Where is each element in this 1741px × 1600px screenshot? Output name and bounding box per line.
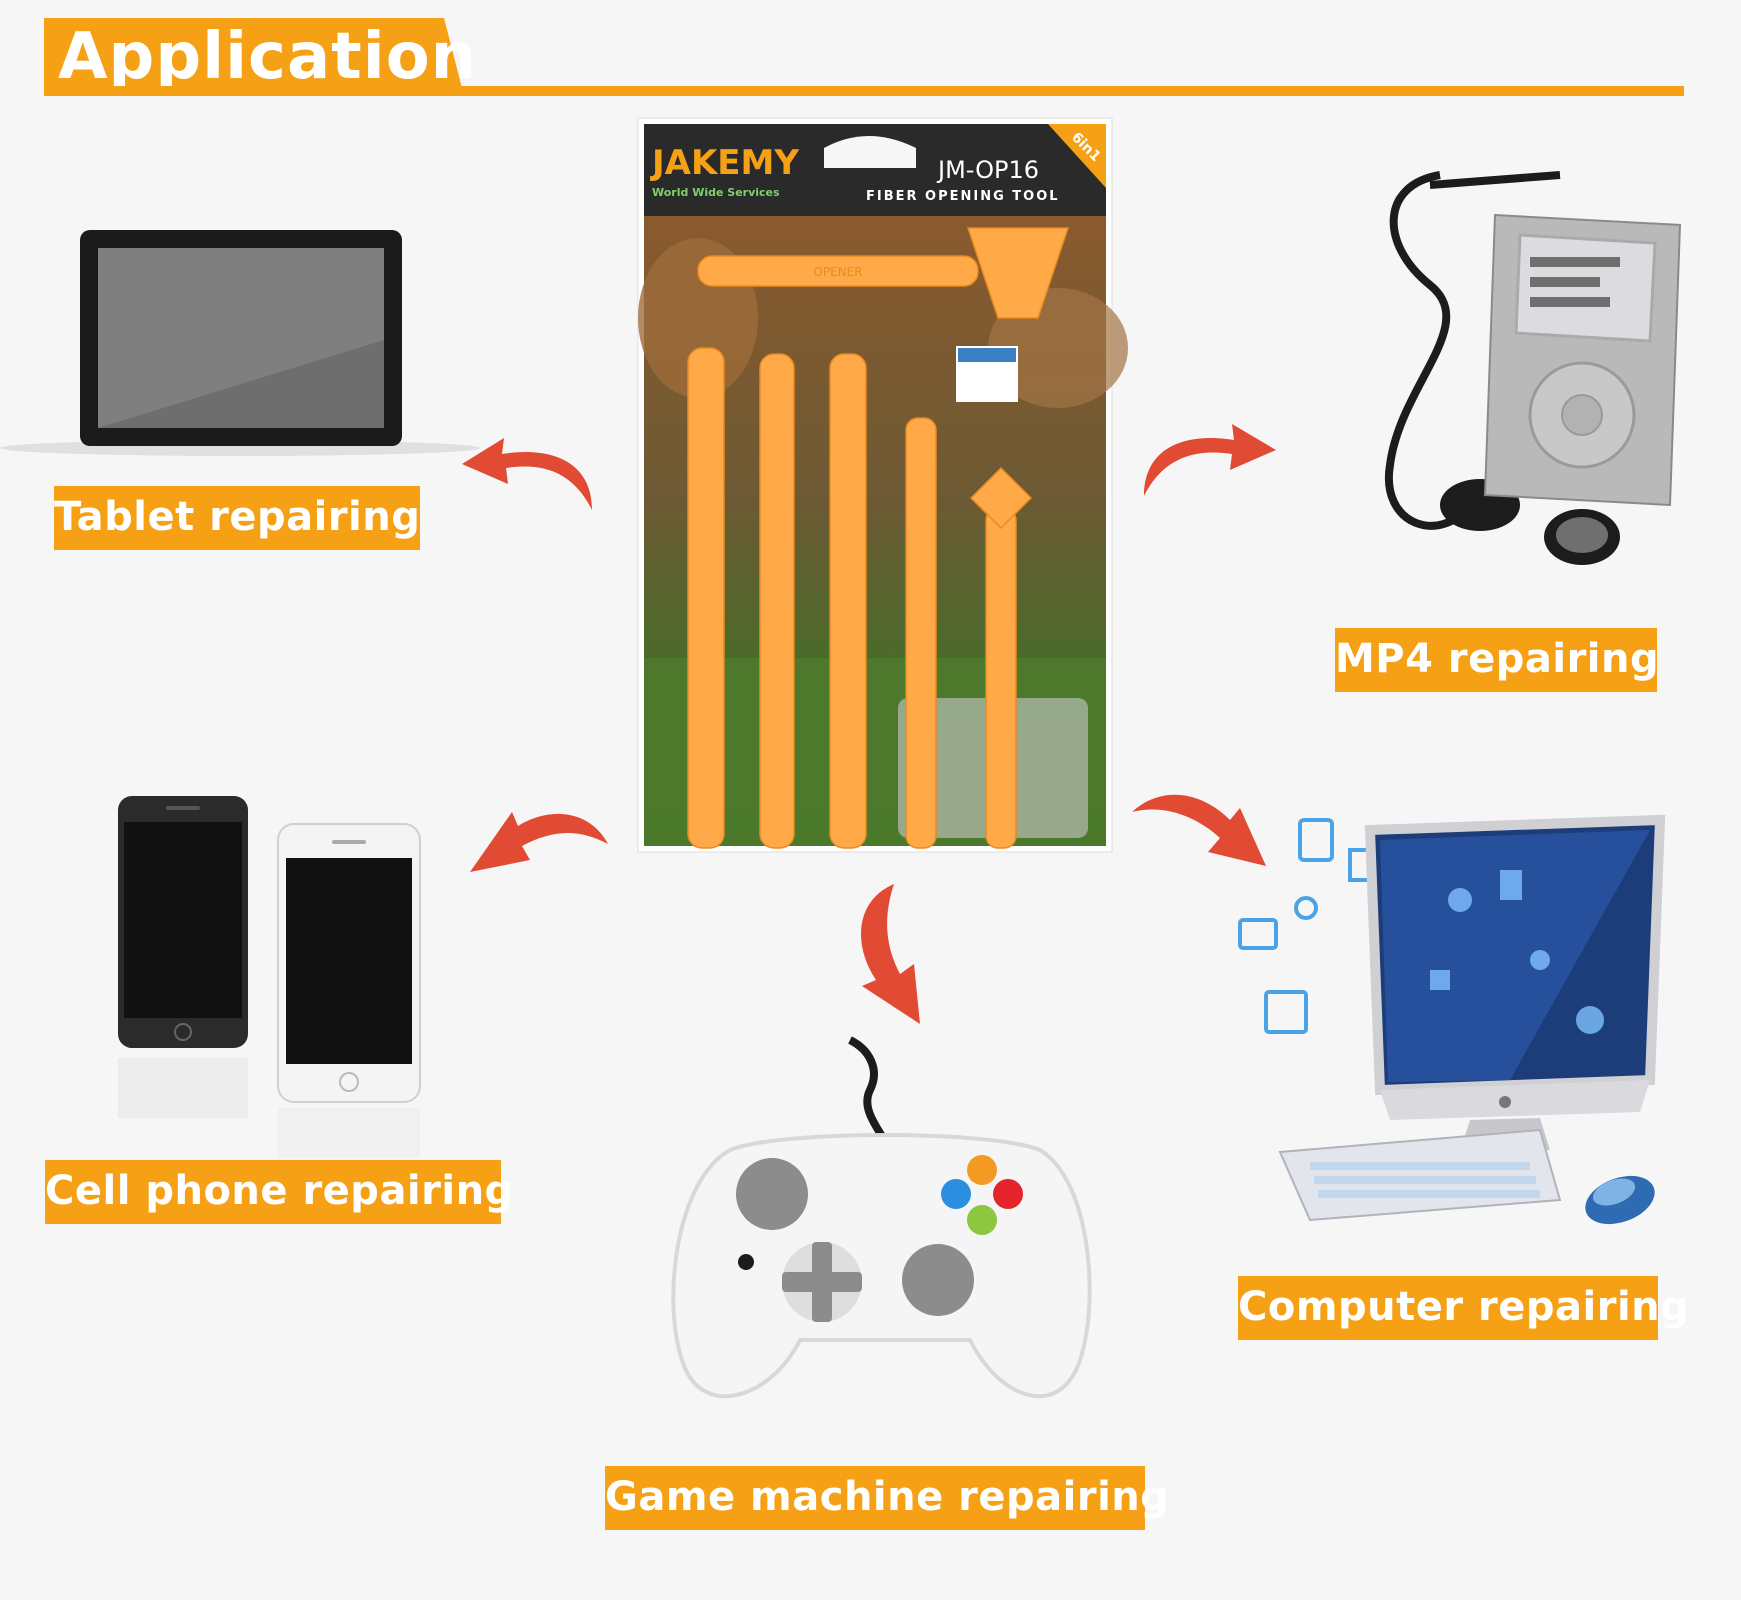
label-game-machine-repairing: Game machine repairing xyxy=(605,1466,1169,1530)
page-title: Application xyxy=(58,20,478,94)
package-model: JM-OP16 xyxy=(936,156,1039,184)
title-tab xyxy=(44,18,464,96)
mp4-player-image xyxy=(1384,171,1682,565)
title-underline xyxy=(44,86,1684,96)
arrow-to-cellphone-icon xyxy=(470,812,608,872)
package-brand: JAKEMY xyxy=(650,143,799,183)
tablet-image xyxy=(0,230,480,456)
label-tablet-repairing: Tablet repairing xyxy=(54,486,420,550)
package-brand-tagline: World Wide Services xyxy=(652,186,780,199)
label-computer-repairing: Computer repairing xyxy=(1238,1276,1689,1340)
arrow-to-game-icon xyxy=(861,884,920,1024)
arrow-to-computer-icon xyxy=(1132,794,1266,866)
package-product-name: FIBER OPENING TOOL xyxy=(866,189,1060,204)
computer-image xyxy=(1238,814,1666,1225)
label-mp4-repairing: MP4 repairing xyxy=(1335,628,1659,692)
arrow-to-tablet-icon xyxy=(462,438,592,510)
tool-imprint: OPENER xyxy=(813,265,862,279)
product-package: 6in1 JAKEMY World Wide Services JM-OP16 … xyxy=(637,117,1128,853)
game-controller-image xyxy=(671,1036,1092,1399)
cellphones-image xyxy=(118,796,421,1158)
label-cellphone-repairing: Cell phone repairing xyxy=(45,1160,513,1224)
arrow-to-mp4-icon xyxy=(1144,424,1276,496)
